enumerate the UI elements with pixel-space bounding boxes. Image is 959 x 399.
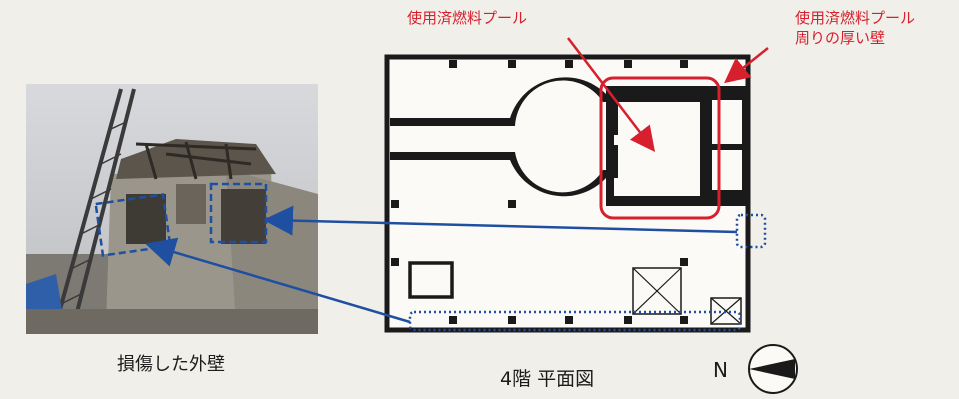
blue-arrow-east-wall [263, 205, 738, 236]
pool-wall-label-line2: 周りの厚い壁 [795, 29, 886, 47]
stairwell-box [408, 261, 454, 299]
compass-n-label: N [713, 358, 728, 382]
floor-plan-caption: 4階 平面図 [500, 368, 595, 390]
pool-wall-label-line1: 使用済燃料プール [795, 9, 916, 27]
damaged-wall-caption: 損傷した外壁 [117, 354, 225, 375]
pool-highlight [599, 76, 721, 220]
pool-arrow [567, 37, 656, 152]
pool-wall-arrow [724, 47, 769, 84]
wall-highlight-south [408, 310, 742, 332]
central-corridor [390, 77, 748, 206]
blue-arrow-south-wall [145, 237, 411, 324]
columns [391, 60, 688, 324]
compass-icon [748, 344, 798, 394]
pool-label: 使用済燃料プール [407, 9, 528, 27]
wall-highlight-east [735, 213, 767, 249]
elevator-shaft [632, 267, 682, 315]
